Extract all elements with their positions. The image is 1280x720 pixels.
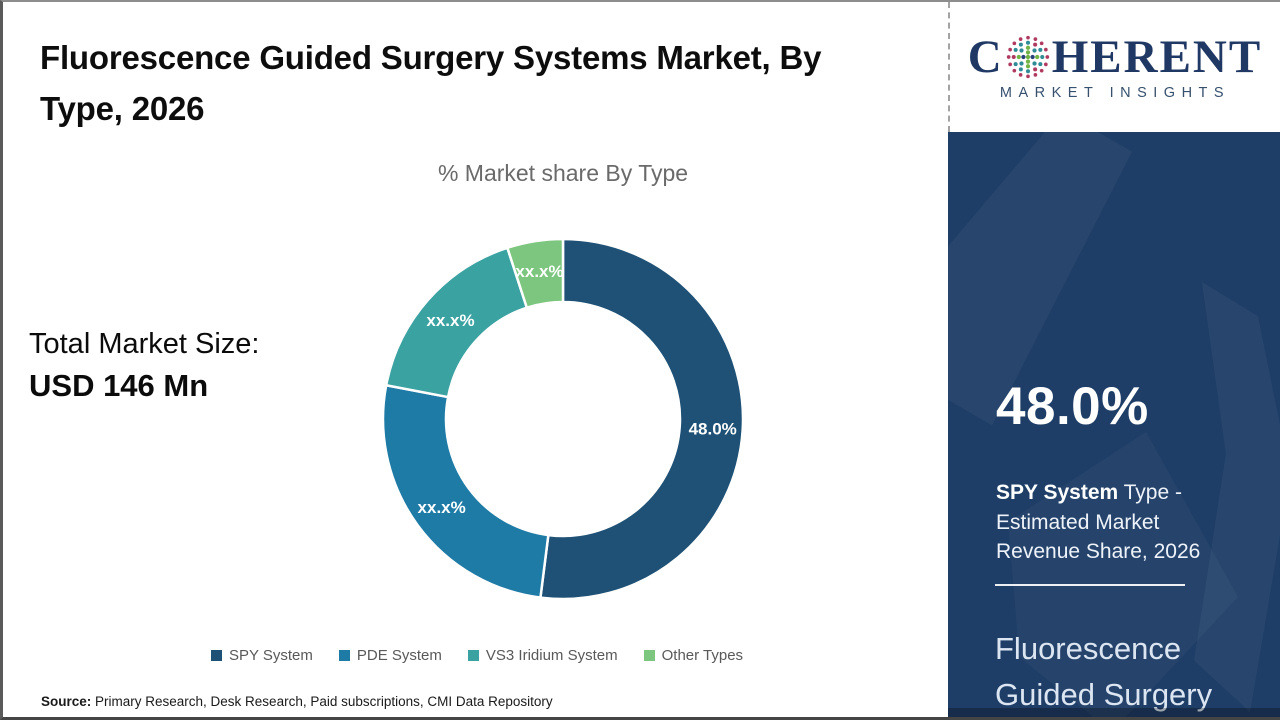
sidebar-divider <box>995 584 1185 586</box>
legend-item: Other Types <box>643 647 744 664</box>
slice-data-label: xx.x% <box>418 498 466 517</box>
source-line: Source: Primary Research, Desk Research,… <box>41 694 553 709</box>
chart-subtitle: % Market share By Type <box>437 160 689 186</box>
legend-swatch <box>467 650 479 661</box>
total-market-size-label: Total Market Size: <box>29 328 260 360</box>
legend-item: VS3 Iridium System <box>467 647 618 664</box>
donut-chart: 48.0% xx.x% xx.x% xx.x% <box>381 237 745 601</box>
source-text: Primary Research, Desk Research, Paid su… <box>91 694 553 709</box>
legend-label: VS3 Iridium System <box>485 647 618 664</box>
globe-dots-icon <box>1006 35 1049 79</box>
brand-sidebar: C HERENT MARKET INSIGHTS 48.0% SPY Syste… <box>948 2 1280 717</box>
sidebar-bottom-edge <box>948 708 1280 717</box>
page-title: Fluorescence Guided Surgery Systems Mark… <box>40 39 822 128</box>
highlight-stat-value: 48.0% <box>996 377 1149 436</box>
sidebar-body: 48.0% SPY System Type - Estimated Market… <box>948 132 1280 717</box>
logo-letter-c: C <box>967 30 1004 83</box>
source-prefix: Source: <box>41 694 92 709</box>
slice-data-label: 48.0% <box>689 419 737 438</box>
legend-swatch <box>338 650 350 661</box>
total-market-size: Total Market Size: USD 146 Mn <box>29 326 259 406</box>
donut-chart-svg: 48.0% xx.x% xx.x% xx.x% <box>381 237 745 601</box>
chart-region: Fluorescence Guided Surgery Systems Mark… <box>3 2 951 717</box>
legend-item: SPY System <box>210 647 313 664</box>
total-market-size-value: USD 146 Mn <box>29 367 209 403</box>
legend-swatch <box>210 650 222 661</box>
legend-label: Other Types <box>661 647 744 664</box>
legend-swatch <box>643 650 655 661</box>
report-title: Fluorescence Guided Surgery Systems Mark… <box>995 631 1213 712</box>
stat-segment-name: SPY System <box>996 480 1119 504</box>
donut-slice-pde-system <box>381 384 550 599</box>
stat-description-rest: Type - Estimated Market Revenue Share, 2… <box>996 480 1201 564</box>
donut-slice-other-types <box>506 237 565 309</box>
chart-legend: SPY System PDE System VS3 Iridium System Ot… <box>77 647 877 664</box>
donut-slice-spy-system <box>539 237 745 601</box>
logo-panel: C HERENT MARKET INSIGHTS <box>948 2 1280 132</box>
slice-data-label: xx.x% <box>426 311 474 330</box>
legend-label: SPY System <box>228 647 313 664</box>
logo-subtitle: MARKET INSIGHTS <box>999 84 1231 101</box>
logo-word-rest: HERENT <box>1051 30 1263 83</box>
slice-data-label: xx.x% <box>515 262 563 281</box>
legend-label: PDE System <box>356 647 442 664</box>
coherent-logo: C HERENT <box>967 30 1263 83</box>
highlight-stat-description: SPY System Type - Estimated Market Reven… <box>996 448 1226 567</box>
legend-item: PDE System <box>338 647 442 664</box>
